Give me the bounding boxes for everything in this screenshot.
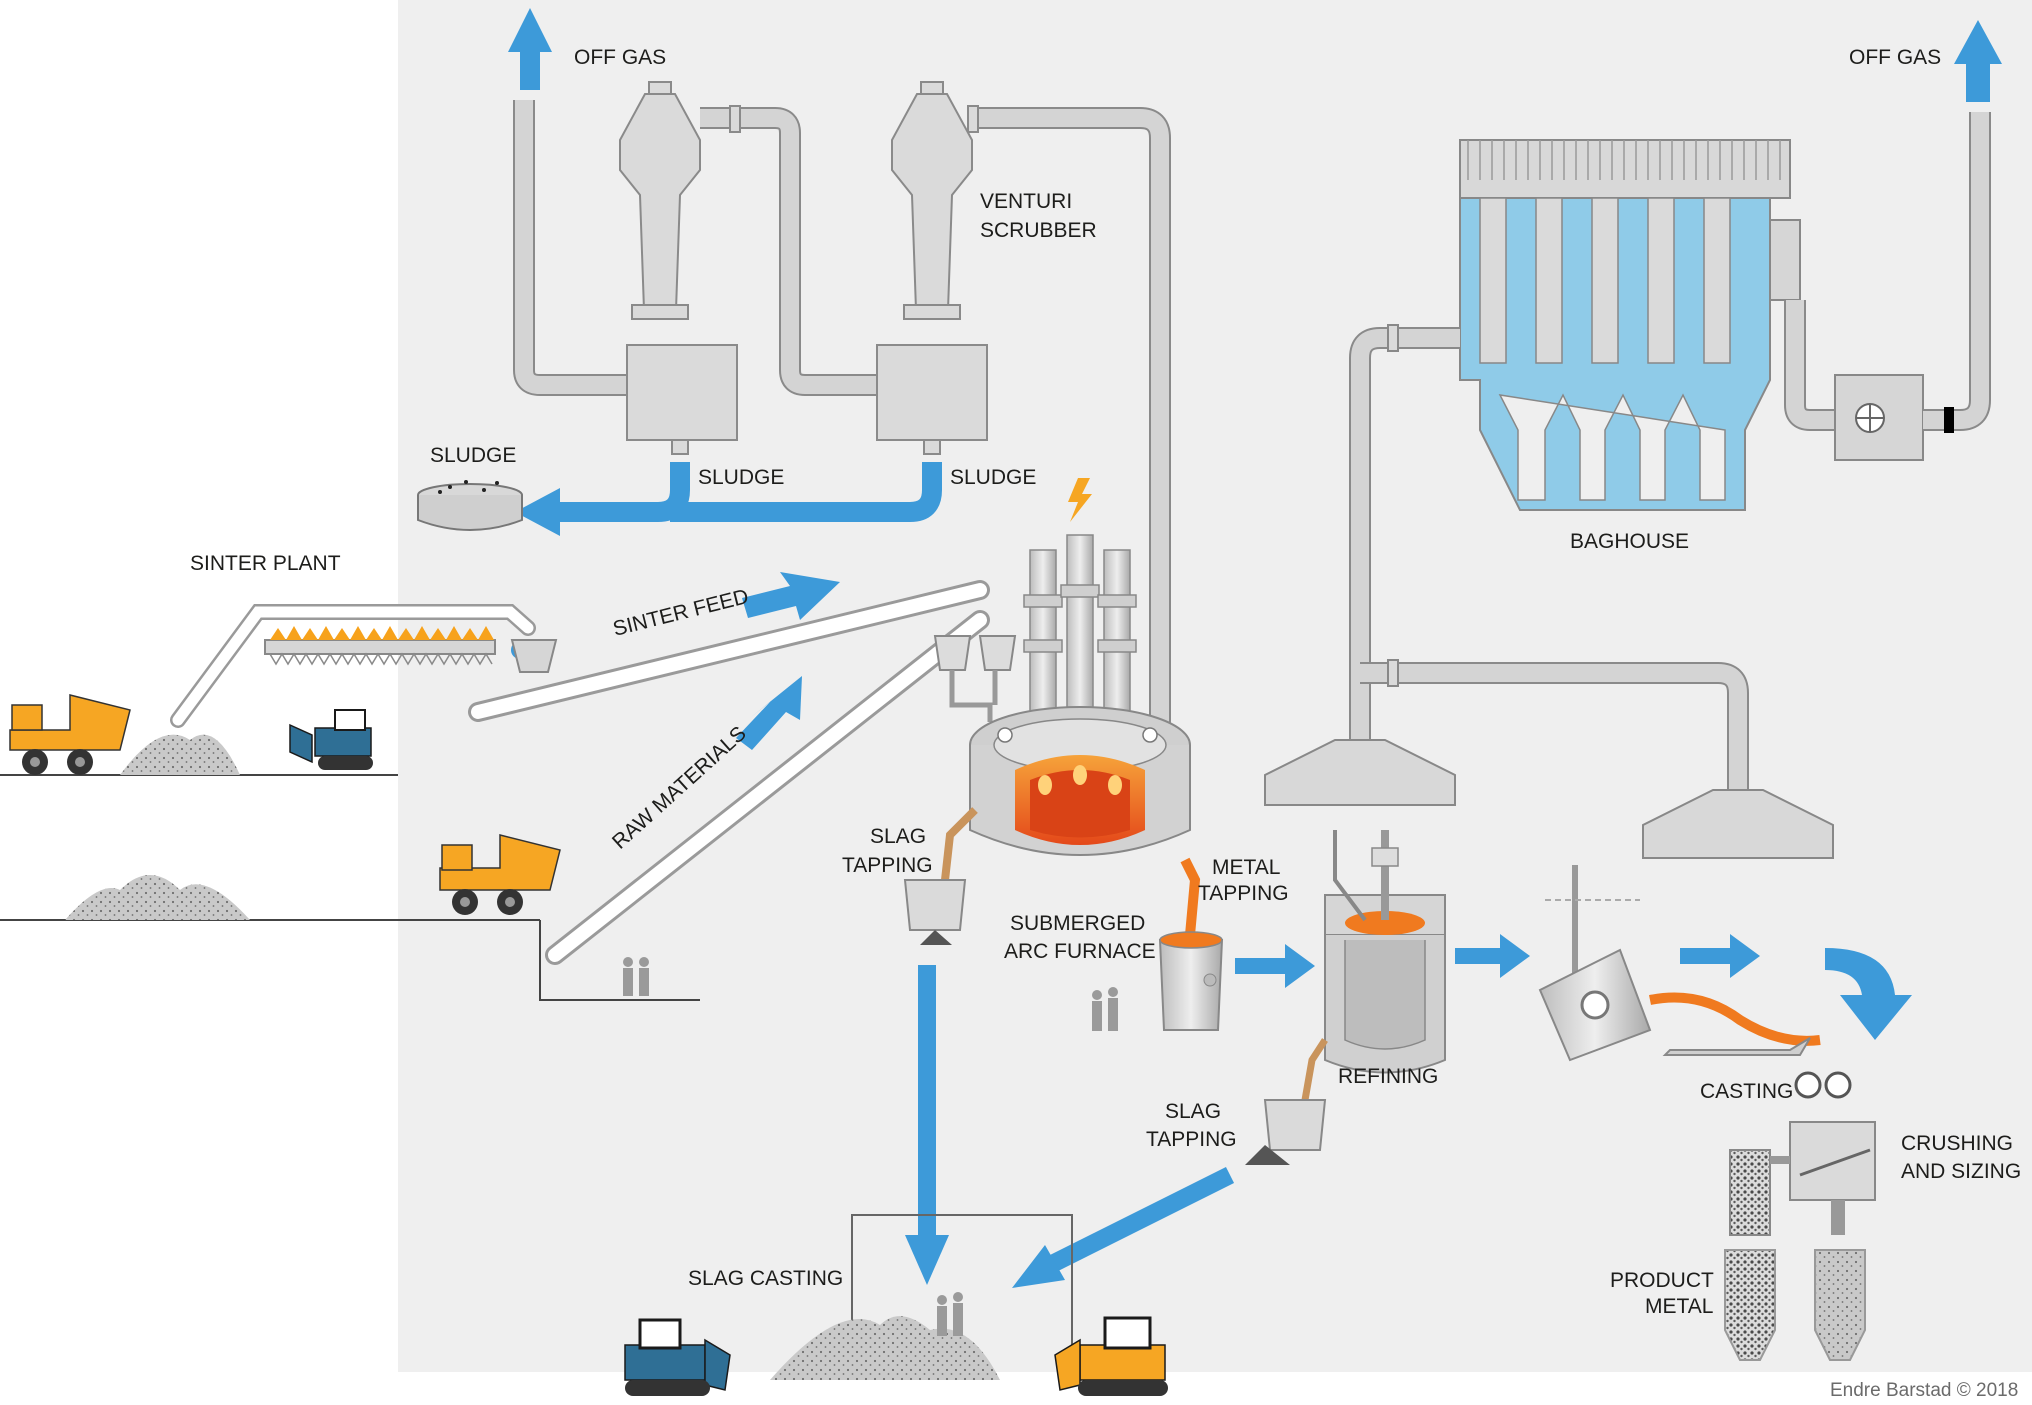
baghouse-label: BAGHOUSE xyxy=(1570,530,1689,553)
metal-tapping-line1: METAL xyxy=(1212,856,1280,879)
sludge-label-right: SLUDGE xyxy=(950,466,1036,489)
sludge-tank xyxy=(417,480,523,531)
bulldozer-bottom-left xyxy=(624,1318,731,1396)
slag-pot-2 xyxy=(1245,1099,1327,1165)
workers-conveyor xyxy=(623,957,649,996)
off-gas-arrow-right xyxy=(1954,20,2002,102)
furnace-label-line2: ARC FURNACE xyxy=(1004,940,1156,963)
metal-stream xyxy=(1180,857,1201,936)
electricity-icon xyxy=(1068,478,1092,522)
sinter-feed-arrow xyxy=(742,572,840,620)
sludge-label-left: SLUDGE xyxy=(430,444,516,467)
slag-tapping-1-line1: SLAG xyxy=(870,825,926,848)
slag-tapping-2-line1: SLAG xyxy=(1165,1100,1221,1123)
slag-flow-arrow-diagonal xyxy=(1012,1245,1065,1288)
venturi-label-line1: VENTURI xyxy=(980,190,1072,213)
slag-stream-2 xyxy=(1301,1038,1328,1101)
metal-ladle xyxy=(1158,931,1224,1031)
slag-casting-label: SLAG CASTING xyxy=(688,1267,843,1290)
slag-casting-pit xyxy=(851,1214,1073,1372)
workers-furnace xyxy=(1092,987,1118,1031)
off-gas-arrow-left xyxy=(508,8,552,90)
casting-station xyxy=(1538,865,1852,1099)
flow-arrow-to-refining xyxy=(1235,944,1315,988)
raw-materials-conveyor xyxy=(545,610,990,965)
product-label-line1: PRODUCT xyxy=(1610,1269,1714,1292)
slag-flow-arrow-down xyxy=(905,1235,949,1285)
refining-vessel xyxy=(1324,830,1446,1074)
off-gas-label-right: OFF GAS xyxy=(1849,46,1941,69)
slag-tapping-1-line2: TAPPING xyxy=(842,854,933,877)
sludge-label-mid: SLUDGE xyxy=(698,466,784,489)
sludge-flow-line-2 xyxy=(670,462,942,522)
slag-stream-1 xyxy=(941,807,978,881)
venturi-label-line2: SCRUBBER xyxy=(980,219,1097,242)
crushing-and-sizing xyxy=(1724,1121,1876,1361)
sinter-feed-conveyor xyxy=(468,580,990,722)
raw-materials-arrow xyxy=(736,676,802,750)
slag-pot-1 xyxy=(903,879,967,945)
raw-pile xyxy=(65,875,250,920)
sinter-pile xyxy=(120,734,240,775)
crushing-label-line1: CRUSHING xyxy=(1901,1132,2013,1155)
baghouse xyxy=(1264,112,1991,859)
sludge-arrow-head xyxy=(515,488,560,536)
furnace-label-line1: SUBMERGED xyxy=(1010,912,1145,935)
slag-tapping-2-line2: TAPPING xyxy=(1146,1128,1237,1151)
refining-label: REFINING xyxy=(1338,1065,1438,1088)
dump-truck-lower xyxy=(439,834,561,915)
sinter-plant-label: SINTER PLANT xyxy=(190,552,341,575)
submerged-arc-furnace xyxy=(933,478,1191,856)
flow-arrow-curved xyxy=(1825,948,1912,1040)
product-label-line2: METAL xyxy=(1645,1295,1713,1318)
crushing-label-line2: AND SIZING xyxy=(1901,1160,2021,1183)
off-gas-label-left: OFF GAS xyxy=(574,46,666,69)
flow-arrow-casting xyxy=(1680,934,1760,978)
bulldozer-upper xyxy=(289,709,373,770)
sinter-plant xyxy=(170,604,558,728)
slag-flow-line-diagonal xyxy=(1045,1166,1235,1274)
dump-truck-upper xyxy=(9,694,131,775)
workers-slag xyxy=(937,1292,963,1336)
credit-text: Endre Barstad © 2018 xyxy=(1830,1380,2018,1401)
bulldozer-bottom-right xyxy=(1054,1316,1168,1396)
casting-label: CASTING xyxy=(1700,1080,1793,1103)
metal-tapping-line2: TAPPING xyxy=(1198,882,1289,905)
flow-arrow-to-casting xyxy=(1455,934,1530,978)
